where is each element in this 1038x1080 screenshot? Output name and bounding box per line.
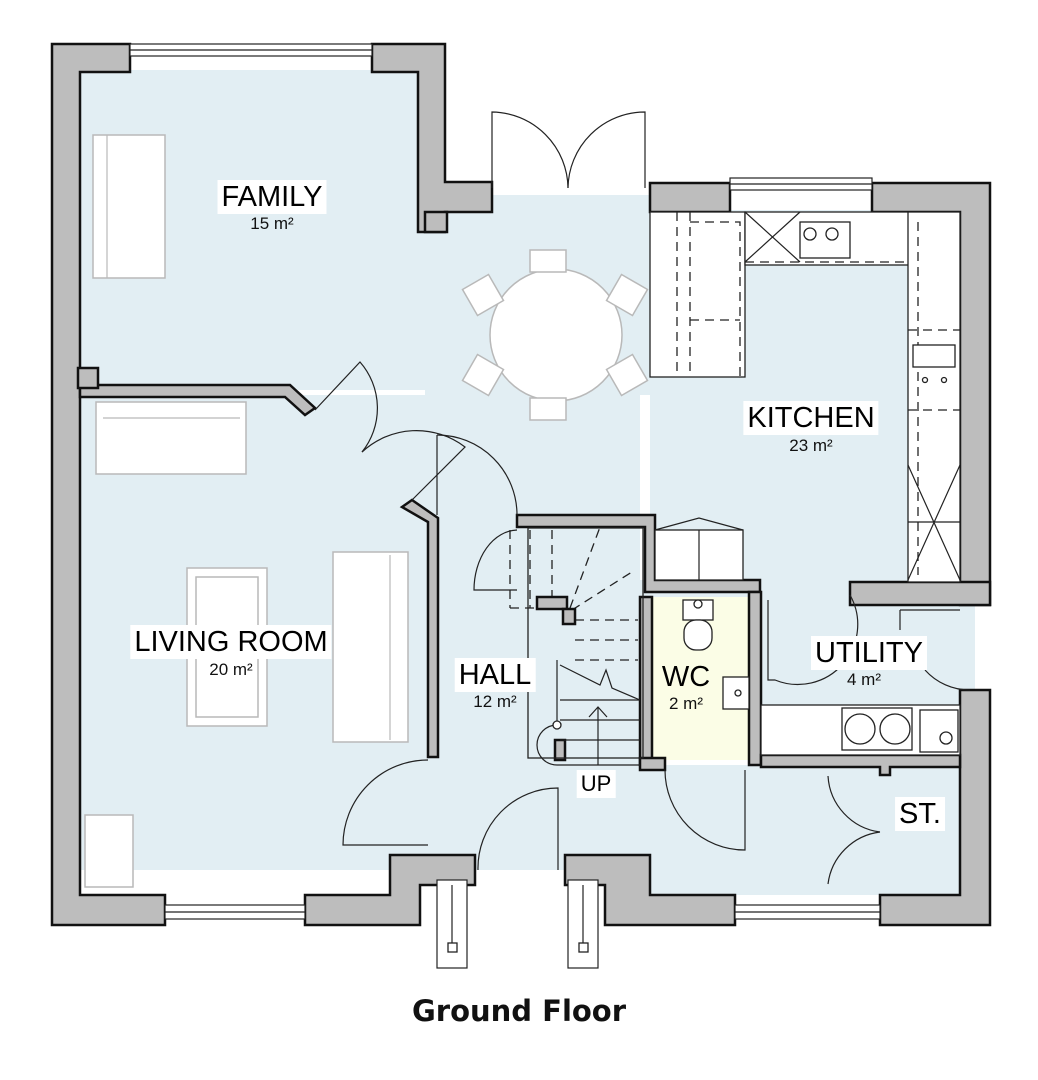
room-label-wc: WC (657, 660, 715, 694)
room-area-living-room: 20 m² (209, 660, 253, 679)
floor-areas (80, 70, 975, 895)
room-label-utility: UTILITY (811, 636, 927, 670)
stairs-up-label: UP (576, 770, 616, 798)
room-label-store: ST. (895, 797, 945, 831)
wc-fittings (682, 599, 750, 710)
door-swings (314, 111, 971, 885)
room-area-wc: 2 m² (669, 694, 703, 713)
room-area-family: 15 m² (250, 214, 294, 233)
entrance-posts (436, 879, 599, 969)
kitchen-units (649, 211, 961, 583)
room-label-family: FAMILY (217, 180, 327, 214)
room-label-living-room: LIVING ROOM (130, 625, 332, 659)
utility-fittings (760, 704, 961, 756)
room-area-utility: 4 m² (847, 670, 881, 689)
staircase (509, 526, 644, 766)
room-area-kitchen: 23 m² (789, 436, 833, 455)
room-label-kitchen: KITCHEN (743, 401, 879, 435)
windows (129, 43, 881, 920)
floor-title: Ground Floor (411, 994, 627, 1028)
room-label-hall: HALL (454, 658, 536, 692)
room-area-hall: 12 m² (473, 692, 517, 711)
